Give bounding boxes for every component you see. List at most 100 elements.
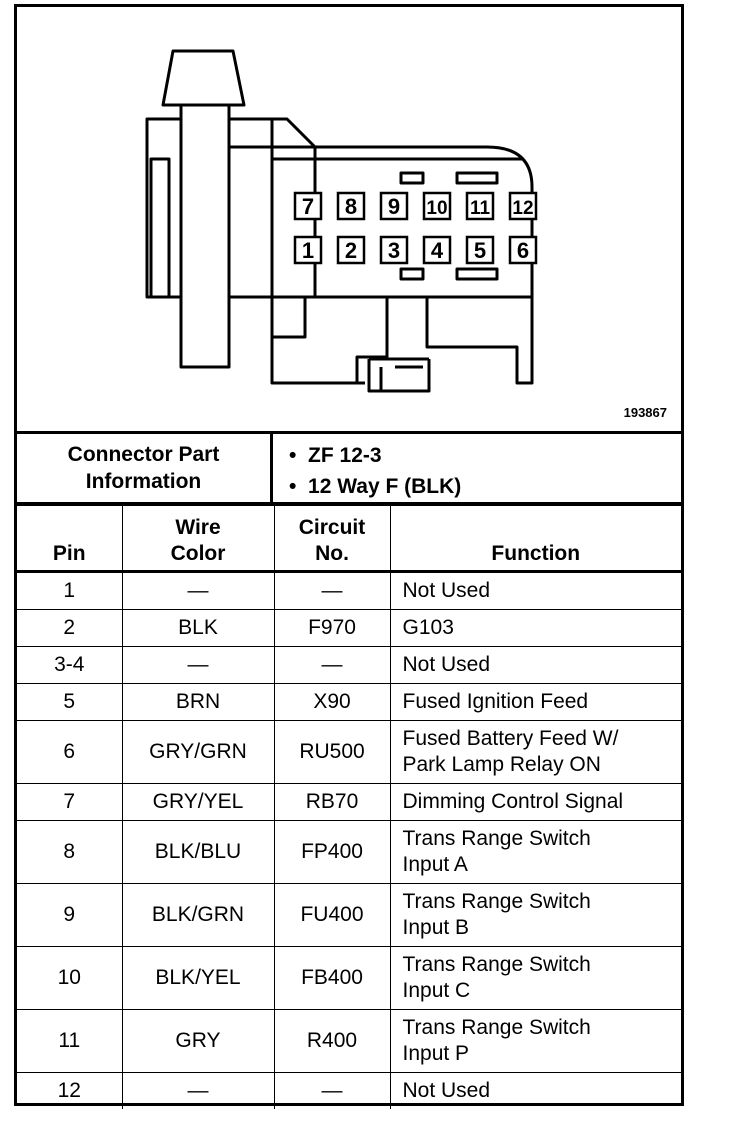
cavity-box <box>465 235 495 265</box>
function-cell: Not Used <box>389 1072 681 1109</box>
wire-color-cell: — <box>121 646 275 684</box>
cavity-1: 1 <box>293 235 323 265</box>
cavity-number: 11 <box>470 198 491 219</box>
circuit-cell: — <box>273 1072 391 1109</box>
connector-info-list: ZF 12-3 12 Way F (BLK) <box>289 440 461 502</box>
header-wire-color: Wire Color <box>121 505 275 573</box>
cavity-box <box>336 191 366 221</box>
cavity-box <box>508 235 538 265</box>
pin-cell: 3-4 <box>17 646 123 684</box>
function-cell: Not Used <box>389 571 681 610</box>
cavity-box <box>293 235 323 265</box>
wire-color-cell: GRY/GRN <box>121 720 275 784</box>
pin-cell: 10 <box>17 946 123 1010</box>
pin-cell: 9 <box>17 883 123 947</box>
wire-color-cell: BLK <box>121 609 275 647</box>
cavity-12: 12 <box>508 191 538 221</box>
cavity-box <box>422 191 452 221</box>
table-row: 1——Not Used <box>17 571 681 610</box>
cavity-number: 6 <box>517 238 529 263</box>
function-line: Park Lamp Relay ON <box>402 753 601 776</box>
function-cell: Not Used <box>389 646 681 684</box>
cavity-box <box>379 191 409 221</box>
function-line: Input P <box>402 1042 470 1065</box>
function-line: Fused Ignition Feed <box>402 690 589 713</box>
circuit-cell: R400 <box>273 1009 391 1073</box>
function-cell: Dimming Control Signal <box>389 783 681 821</box>
cavity-9: 9 <box>379 191 409 221</box>
function-line: Input A <box>402 853 468 876</box>
cavity-3: 3 <box>379 235 409 265</box>
header-circuit-no: Circuit No. <box>273 505 391 573</box>
pin-cell: 7 <box>17 783 123 821</box>
connector-info-label-line2: Information <box>85 470 202 493</box>
wire-color-cell: — <box>121 571 275 610</box>
cavity-box <box>422 235 452 265</box>
circuit-cell: FU400 <box>273 883 391 947</box>
cavity-number: 9 <box>388 194 400 219</box>
wire-color-cell: GRY/YEL <box>121 783 275 821</box>
function-line: Trans Range Switch <box>402 827 591 850</box>
cavity-number: 3 <box>388 238 400 263</box>
table-header-row: Pin Wire Color Circuit No. Function <box>17 505 681 573</box>
circuit-cell: RU500 <box>273 720 391 784</box>
cavity-8: 8 <box>336 191 366 221</box>
wire-color-cell: BRN <box>121 683 275 721</box>
cavity-10: 10 <box>422 191 452 221</box>
pin-cell: 1 <box>17 571 123 610</box>
connector-info-label-line1: Connector Part <box>67 443 220 466</box>
connector-part-info: Connector Part Information ZF 12-3 12 Wa… <box>17 431 681 505</box>
cavity-number: 5 <box>474 238 486 263</box>
cavity-number: 12 <box>512 198 533 219</box>
circuit-cell: RB70 <box>273 783 391 821</box>
function-line: Fused Battery Feed W/ <box>402 727 619 750</box>
function-line: Not Used <box>402 1079 491 1102</box>
table-row: 12——Not Used <box>17 1072 681 1109</box>
pin-cell: 6 <box>17 720 123 784</box>
pin-cell: 2 <box>17 609 123 647</box>
cavity-number: 1 <box>302 238 314 263</box>
cavity-7: 7 <box>293 191 323 221</box>
function-cell: Fused Ignition Feed <box>389 683 681 721</box>
cavity-number: 4 <box>431 238 444 263</box>
cavity-box <box>379 235 409 265</box>
table-row: 3-4——Not Used <box>17 646 681 684</box>
connector-info-item: ZF 12-3 <box>289 440 461 471</box>
function-line: Dimming Control Signal <box>402 790 624 813</box>
function-cell: Fused Battery Feed W/Park Lamp Relay ON <box>389 720 681 784</box>
cavity-2: 2 <box>336 235 366 265</box>
function-line: Input B <box>402 916 470 939</box>
cavity-11: 11 <box>465 191 495 221</box>
function-line: G103 <box>402 616 454 639</box>
circuit-cell: FB400 <box>273 946 391 1010</box>
function-line: Not Used <box>402 653 491 676</box>
cavity-box <box>508 191 538 221</box>
function-line: Input C <box>402 979 471 1002</box>
cavity-number: 8 <box>345 194 357 219</box>
connector-info-label: Connector Part Information <box>17 434 273 502</box>
pin-cell: 5 <box>17 683 123 721</box>
wire-color-cell: BLK/BLU <box>121 820 275 884</box>
cavity-box <box>465 191 495 221</box>
cavity-box <box>336 235 366 265</box>
circuit-cell: X90 <box>273 683 391 721</box>
circuit-cell: F970 <box>273 609 391 647</box>
pin-cell: 11 <box>17 1009 123 1073</box>
function-cell: G103 <box>389 609 681 647</box>
